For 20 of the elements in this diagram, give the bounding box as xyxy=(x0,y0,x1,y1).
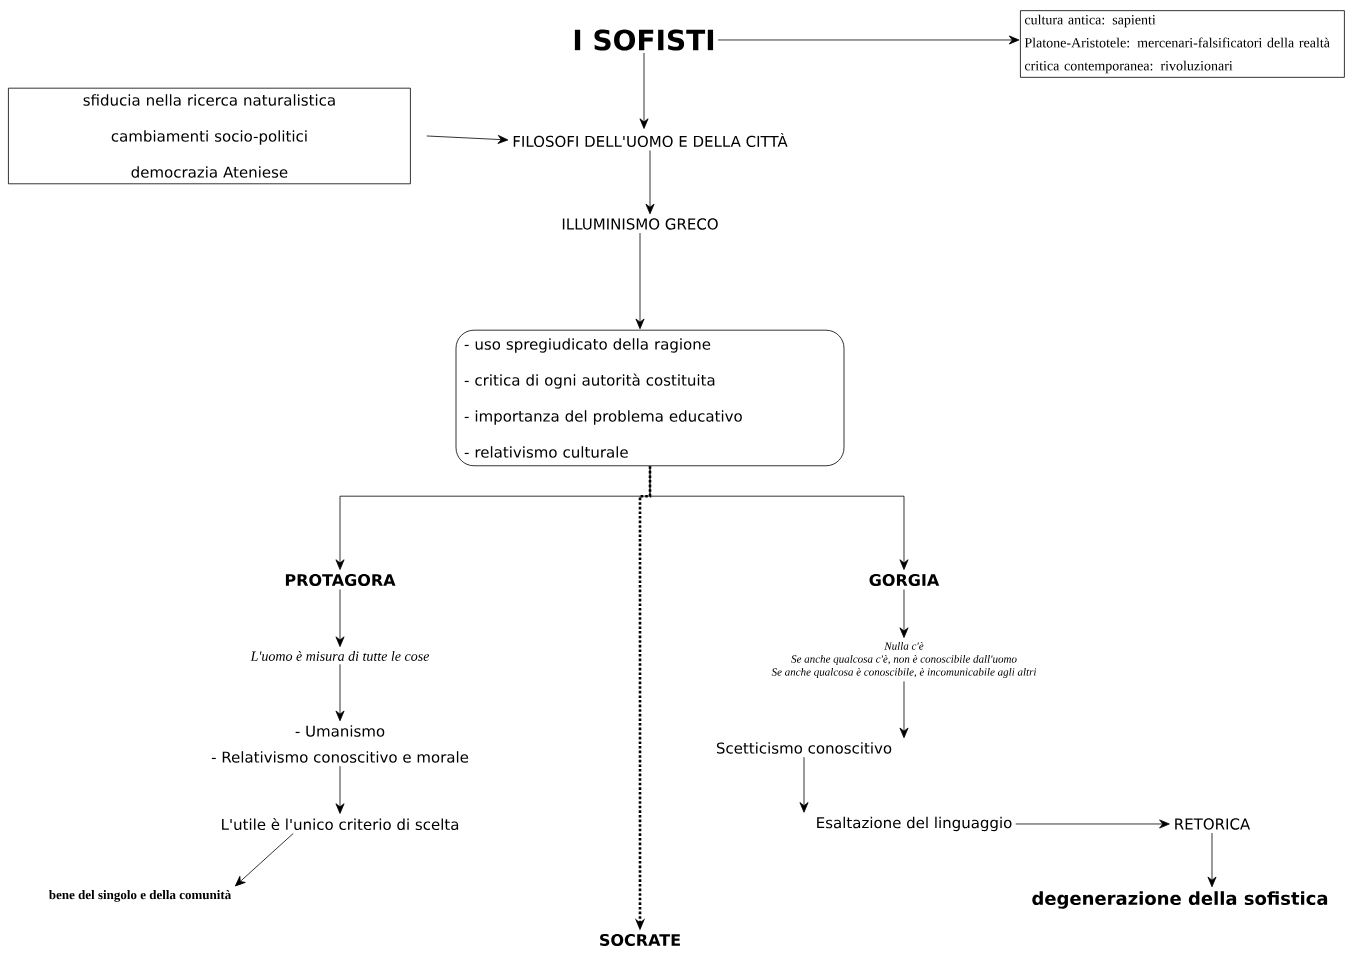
title: I SOFISTI xyxy=(574,29,714,51)
arrow xyxy=(799,756,809,813)
arrow xyxy=(899,589,909,638)
arrow xyxy=(335,765,345,814)
name-text: SOCRATE xyxy=(600,933,680,946)
arrow xyxy=(426,135,509,144)
name-text: PROTAGORA xyxy=(285,573,396,586)
arrow xyxy=(335,663,345,722)
arrow xyxy=(234,833,294,887)
arrow xyxy=(899,680,909,739)
outcome-text: degenerazione della sofistica xyxy=(1032,891,1328,909)
arrow xyxy=(639,52,649,129)
arrow xyxy=(1207,832,1217,888)
arrow xyxy=(645,150,655,215)
arrow xyxy=(335,589,345,647)
arrow xyxy=(635,232,645,330)
arrow xyxy=(1015,819,1170,829)
arrow xyxy=(649,465,909,570)
name-text: GORGIA xyxy=(869,573,940,586)
arrow xyxy=(717,35,1020,45)
